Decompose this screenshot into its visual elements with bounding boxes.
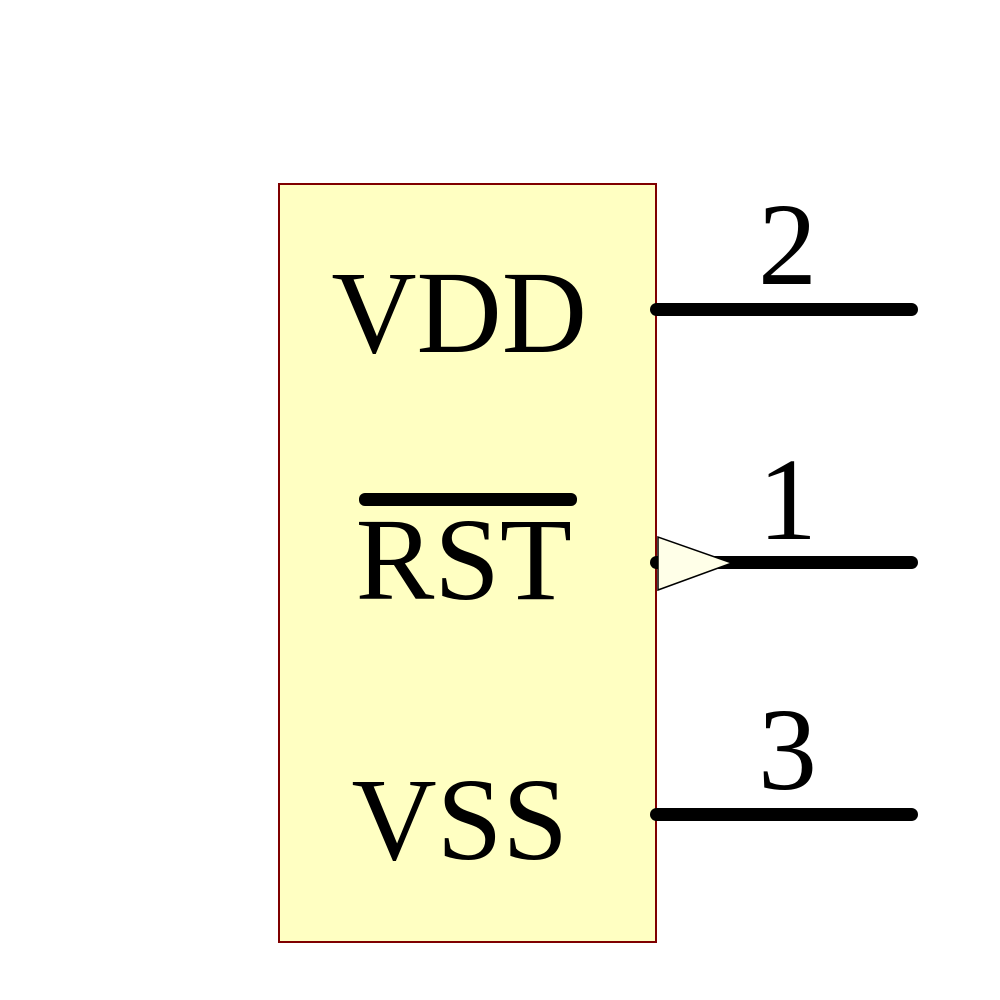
pin-number-1: 1 — [758, 434, 817, 565]
component-body[interactable] — [278, 183, 657, 943]
pin-number-3: 3 — [758, 684, 817, 815]
pin-name-vss: VSS — [351, 754, 568, 885]
pin-line-2[interactable] — [650, 303, 918, 316]
rst-active-low-overline — [359, 493, 577, 506]
pin-line-3[interactable] — [650, 808, 918, 821]
pin-name-rst: RST — [355, 494, 572, 625]
pin-number-2: 2 — [758, 179, 817, 310]
pin-name-vdd: VDD — [331, 247, 587, 378]
input-pin-arrow-icon — [657, 535, 735, 592]
